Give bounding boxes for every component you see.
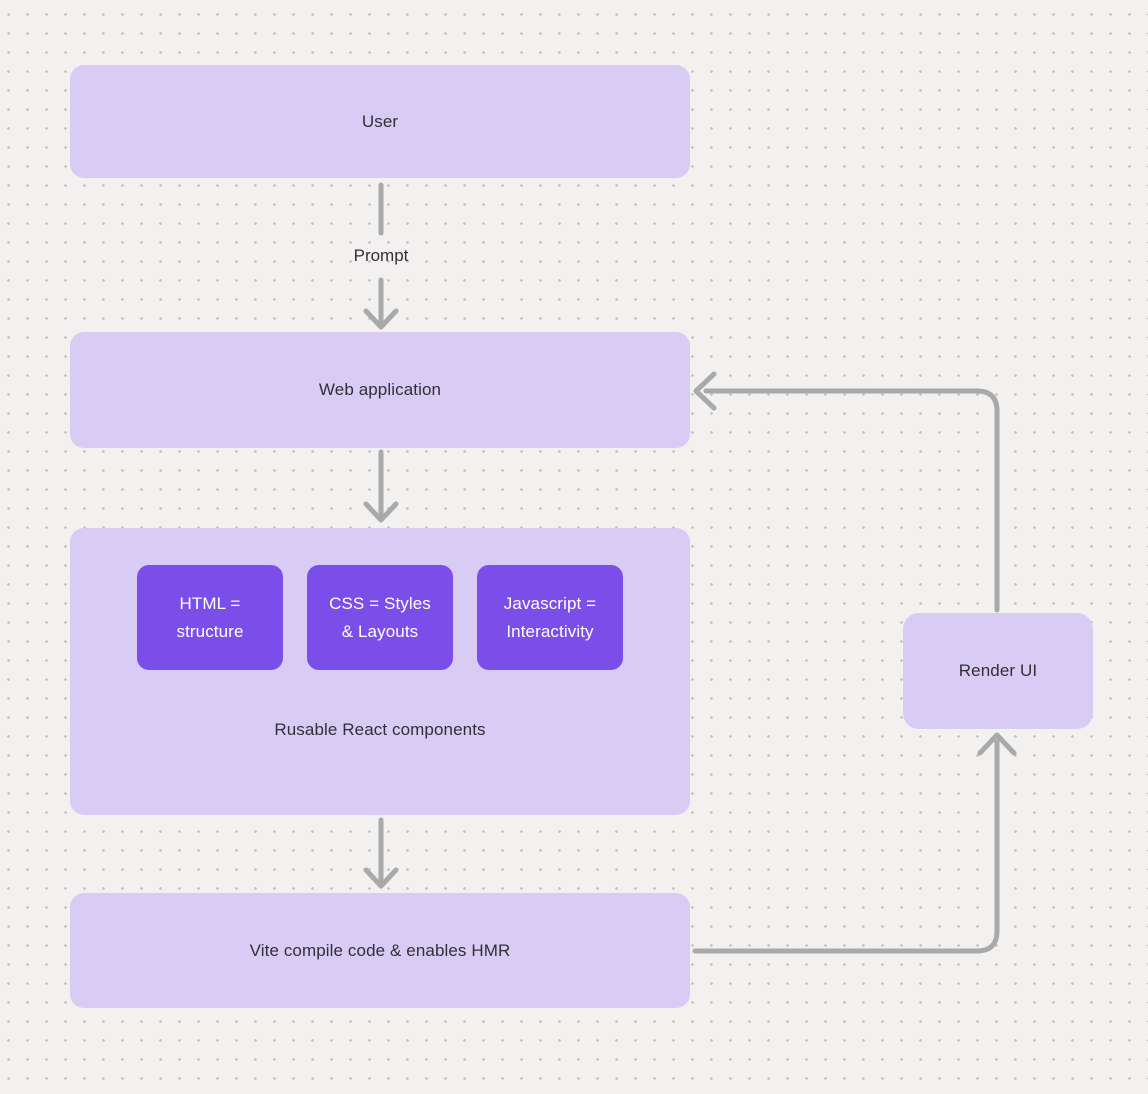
arrow-vite-to-renderui [692,732,1017,954]
node-render-ui-label: Render UI [958,661,1038,680]
node-user: User [70,65,690,178]
node-react-components: HTML = structure CSS = Styles & Layouts … [70,528,690,815]
node-vite-label: Vite compile code & enables HMR [249,940,511,960]
chip-javascript: Javascript = Interactivity [477,565,623,670]
edge-label-prompt: Prompt [353,246,409,265]
arrow-webapp-to-components [363,449,399,523]
node-react-components-label: Rusable React components [274,720,486,739]
component-chips: HTML = structure CSS = Styles & Layouts … [70,528,690,670]
node-user-label: User [361,111,399,131]
arrow-down-icon [363,308,399,330]
arrow-down-icon [363,501,399,523]
arrow-left-icon [693,371,717,411]
node-web-application: Web application [70,332,690,448]
arrow-down-icon [363,867,399,889]
arrow-up-icon [977,732,1017,756]
arrow-renderui-to-webapp [693,371,1000,613]
chip-css: CSS = Styles & Layouts [307,565,453,670]
node-render-ui: Render UI [903,613,1093,729]
arrow-components-to-vite [363,817,399,889]
node-vite: Vite compile code & enables HMR [70,893,690,1008]
chip-html: HTML = structure [137,565,283,670]
node-web-application-label: Web application [318,380,442,399]
